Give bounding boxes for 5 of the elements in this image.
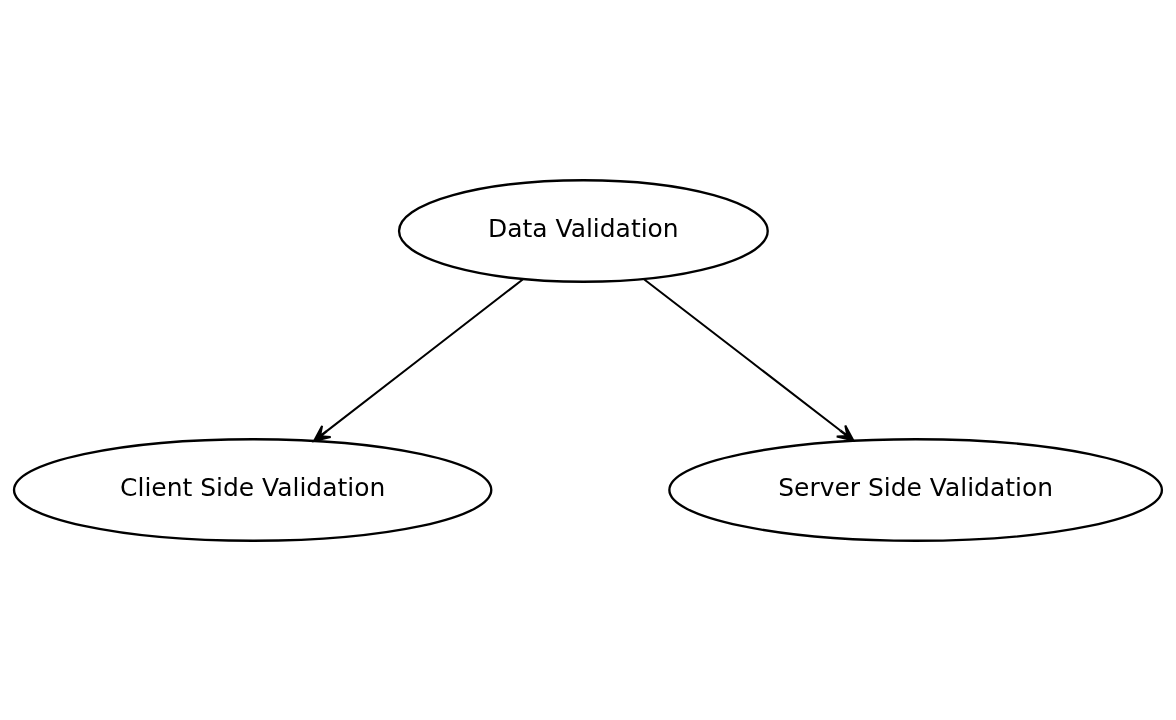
arrow [313,278,524,442]
node-ellipse: Server Side Validation [668,437,1164,542]
node-ellipse: Client Side Validation [12,437,493,542]
arrow [643,278,855,442]
node-ellipse: Data Validation [397,178,769,283]
